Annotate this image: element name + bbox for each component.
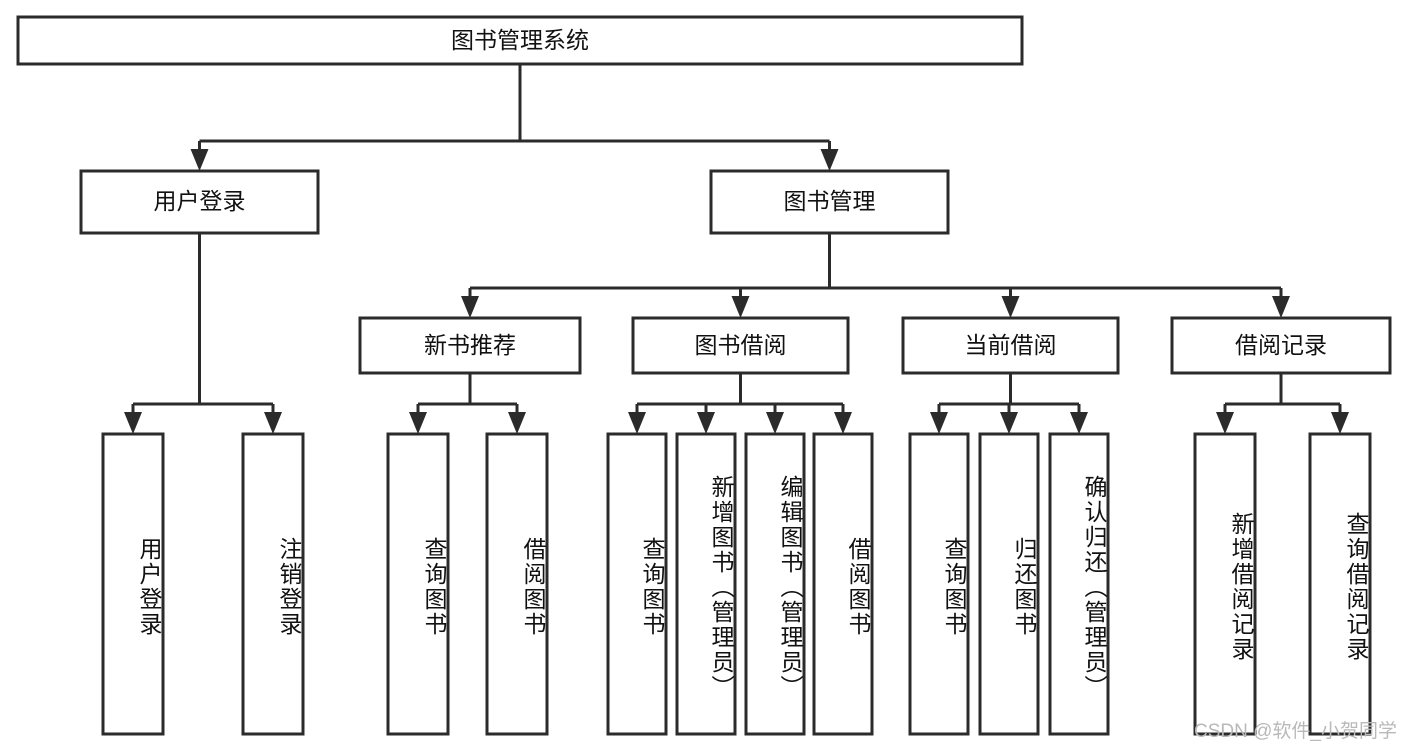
node-box-leaf-borrow-book[interactable] bbox=[812, 432, 874, 736]
node-box-leaf-query-borrow-record[interactable] bbox=[1308, 432, 1372, 736]
node-box-leaf-query-book-rec[interactable] bbox=[386, 432, 450, 736]
node-box-leaf-add-book[interactable] bbox=[675, 432, 737, 736]
node-box-leaf-borrow-book-rec[interactable] bbox=[485, 432, 549, 736]
arrow-head-icon-leaf-edit-book bbox=[766, 412, 784, 434]
arrow-head-icon-leaf-query-book-rec bbox=[409, 412, 427, 434]
arrow-head-icon-leaf-user-login bbox=[124, 412, 142, 434]
arrow-head-icon-leaf-query-book-current bbox=[930, 412, 948, 434]
node-box-leaf-return-book[interactable] bbox=[978, 432, 1040, 736]
node-box-leaf-query-book-borrow[interactable] bbox=[606, 432, 668, 736]
arrow-head-icon-user-login bbox=[190, 149, 209, 171]
node-box-leaf-add-borrow-record[interactable] bbox=[1193, 432, 1257, 736]
arrow-head-icon-leaf-query-borrow-record bbox=[1331, 412, 1349, 434]
arrow-head-icon-leaf-add-borrow-record bbox=[1216, 412, 1234, 434]
arrow-head-icon-leaf-query-book-borrow bbox=[628, 412, 646, 434]
node-box-book-borrow[interactable] bbox=[631, 316, 850, 375]
node-box-root[interactable] bbox=[16, 15, 1024, 66]
arrow-head-icon-new-book-rec bbox=[461, 296, 479, 318]
node-box-new-book-rec[interactable] bbox=[358, 316, 582, 375]
arrow-head-icon-book-borrow bbox=[731, 296, 750, 318]
node-box-book-manage[interactable] bbox=[709, 169, 950, 235]
node-box-leaf-edit-book[interactable] bbox=[744, 432, 806, 736]
arrow-head-icon-leaf-borrow-book-rec bbox=[508, 412, 526, 434]
arrow-head-icon-leaf-confirm-return bbox=[1070, 412, 1088, 434]
arrow-head-icon-book-manage bbox=[820, 149, 839, 171]
node-box-leaf-user-login[interactable] bbox=[101, 432, 165, 736]
arrow-head-icon-leaf-borrow-book bbox=[834, 412, 852, 434]
node-box-leaf-confirm-return[interactable] bbox=[1048, 432, 1110, 736]
node-box-leaf-user-logout[interactable] bbox=[241, 432, 305, 736]
node-box-leaf-query-book-current[interactable] bbox=[908, 432, 970, 736]
arrow-head-icon-leaf-user-logout bbox=[264, 412, 282, 434]
node-box-current-borrow[interactable] bbox=[901, 316, 1120, 375]
arrow-head-icon-current-borrow bbox=[1001, 296, 1020, 318]
node-box-user-login[interactable] bbox=[79, 169, 320, 235]
arrow-head-icon-leaf-return-book bbox=[1000, 412, 1018, 434]
node-box-borrow-record[interactable] bbox=[1170, 316, 1392, 375]
arrow-head-icon-leaf-add-book bbox=[697, 412, 715, 434]
arrow-head-icon-borrow-record bbox=[1272, 296, 1290, 318]
